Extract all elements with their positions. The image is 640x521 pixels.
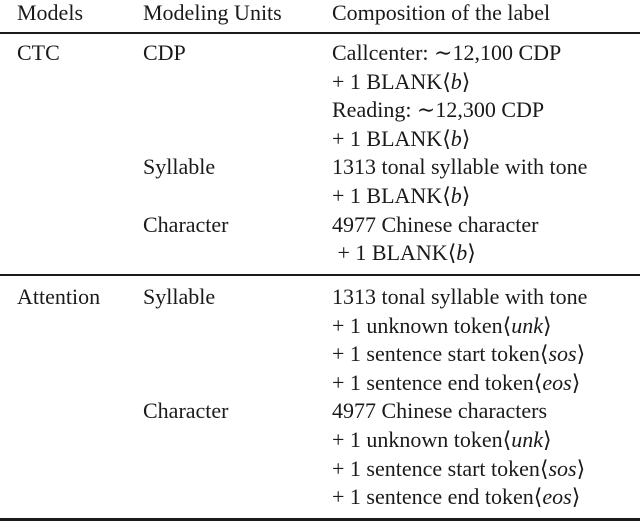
composition-line: + 1 sentence end token⟨eos⟩ [332, 369, 581, 395]
composition-line: + 1 sentence end token⟨eos⟩ [332, 484, 581, 510]
composition-line: + 1 BLANK⟨b⟩ [332, 183, 471, 208]
composition-line: Callcenter: ∼12,100 CDP [332, 40, 562, 65]
composition-line: + 1 sentence start token⟨sos⟩ [332, 341, 586, 367]
model-attention: Attention [17, 284, 101, 309]
composition-line: 1313 tonal syllable with tone [332, 154, 588, 180]
composition-line: 4977 Chinese characters [332, 398, 548, 424]
unit-ctc-cdp: CDP [143, 40, 186, 65]
composition-line: + 1 sentence start token⟨sos⟩ [332, 455, 586, 481]
bottom-rule [0, 518, 640, 521]
unit-attention-character: Character [143, 398, 229, 424]
header-models: Models [17, 0, 83, 25]
composition-line: 4977 Chinese character [332, 211, 539, 237]
composition-line: + 1 unknown token⟨unk⟩ [332, 427, 552, 452]
composition-line: + 1 BLANK⟨b⟩ [332, 68, 471, 94]
header-composition: Composition of the label [332, 0, 551, 25]
header-modeling-units: Modeling Units [143, 0, 282, 25]
unit-ctc-character: Character [143, 211, 229, 237]
composition-line: + 1 BLANK⟨b⟩ [332, 125, 471, 151]
unit-attention-syllable: Syllable [143, 284, 216, 309]
header-rule [0, 32, 640, 34]
model-ctc: CTC [17, 40, 60, 65]
section-rule [0, 274, 640, 276]
unit-ctc-syllable: Syllable [143, 154, 216, 180]
composition-line: + 1 BLANK⟨b⟩ [332, 240, 476, 266]
composition-line: Reading: ∼12,300 CDP [332, 97, 545, 123]
composition-line: + 1 unknown token⟨unk⟩ [332, 312, 552, 338]
composition-line: 1313 tonal syllable with tone [332, 284, 588, 309]
